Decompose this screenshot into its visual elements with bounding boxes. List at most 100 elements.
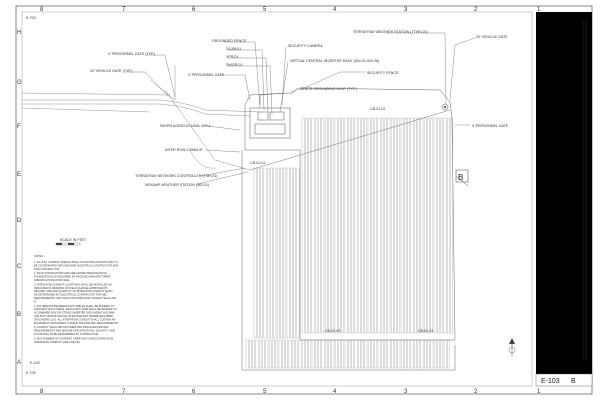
array-row	[447, 117, 450, 334]
callout-security-camera: SECURITY CAMERA	[288, 44, 323, 48]
array-row	[259, 339, 262, 369]
array-row	[292, 339, 295, 369]
array-row	[344, 117, 348, 334]
sheet-number-box	[535, 373, 593, 387]
note-line: SITE CONTRACTOR.	[34, 267, 60, 271]
array-row	[268, 339, 272, 369]
array-row	[424, 339, 427, 369]
callout-vehicle-gate-2: 20' VEHICLE GATE	[476, 35, 508, 39]
sheet-number: E-103	[541, 378, 560, 385]
security-fence-boundary	[241, 87, 456, 371]
note-line: REQUIREMENTS. MAX SIZE FOR INTER-ROW CON…	[34, 296, 116, 300]
zone-col-top-6: 6	[192, 7, 196, 13]
array-row	[275, 339, 279, 369]
array-row	[308, 339, 312, 369]
array-row	[296, 167, 300, 339]
array-row	[381, 339, 384, 369]
note-line: EQUIPMENT GROUNDING CONDUCTOR PER NEC RE…	[34, 321, 119, 325]
notes-list: 1. DC & AC CONDUIT TRENCH FINAL LOCATION…	[34, 260, 119, 344]
zone-col-top-5: 5	[263, 7, 267, 13]
zone-col-bottom-6: 6	[192, 389, 196, 395]
callout-swgr: SWGR-01	[226, 63, 242, 67]
title-block-fine-text	[582, 20, 587, 360]
array-row	[397, 117, 401, 334]
array-row	[361, 117, 364, 334]
array-row	[377, 339, 381, 369]
notes-title: NOTES:	[34, 254, 44, 258]
note-line: 6. MAX NUMBER OF CURRENT CARRYING CONDUC…	[34, 336, 113, 340]
array-row	[394, 117, 397, 334]
note-line: 1. DC & AC CONDUIT TRENCH FINAL LOCATION…	[34, 260, 118, 264]
array-row	[374, 339, 378, 369]
array-row	[371, 339, 374, 369]
array-row	[390, 117, 394, 334]
callout-personnel-gate-2: 4' PERSONNEL GATE	[188, 73, 225, 77]
array-row	[430, 117, 434, 334]
callout-leaders	[125, 32, 476, 185]
array-row	[417, 339, 420, 369]
access-road-lines	[21, 65, 261, 171]
bottom-left-ref-1: E-103	[30, 361, 40, 365]
callout-vehicle-gate-typ: 20' VEHICLE GATE (TYP.)	[90, 69, 133, 73]
callout-personnel-gate-3: 4' PERSONNEL GATE	[472, 124, 509, 128]
array-row	[351, 117, 354, 334]
array-row	[328, 339, 331, 369]
array-row	[328, 117, 331, 334]
svg-text:B: B	[458, 173, 463, 182]
array-row	[427, 117, 430, 334]
array-row	[447, 339, 450, 369]
zone-col-bottom-8: 8	[40, 389, 44, 395]
callout-dcab: DCAB-01	[226, 47, 241, 51]
array-row	[417, 117, 420, 334]
callout-terratrak-weather: TERRATRAK WEATHER STATION (TTWS-01)	[353, 30, 428, 34]
note-line: LOCATIONS TO BE DETERMINED BY CONTRACTOR…	[34, 332, 99, 336]
callout-inverter-rack: VIRTUAL CENTRAL INVERTER RACK (INV-01-IN…	[290, 59, 379, 63]
array-row	[331, 339, 335, 369]
callout-fence-grounding: FENCE GROUNDING WHIP (TYP.)	[300, 87, 357, 91]
array-row	[354, 339, 358, 369]
array-row	[364, 339, 368, 369]
note-line: 2. RACK FOUNDATIONS AND ARE SHOWN FROM R…	[34, 271, 107, 275]
array-row	[263, 167, 267, 339]
array-row	[252, 339, 255, 369]
array-row	[267, 167, 270, 339]
array-row	[394, 339, 397, 369]
array-row	[367, 117, 371, 334]
array-row	[305, 117, 308, 334]
note-line: 5. CONDUIT SHALL BE PROVIDED AND INSTALL…	[34, 325, 109, 329]
array-row	[290, 167, 293, 339]
bottom-left-ref-2: E-709	[26, 371, 36, 375]
array-row	[367, 339, 371, 369]
array-row	[265, 339, 269, 369]
note-line: SPECIFICATIONS FOR FINAL.	[34, 278, 71, 282]
north-arrow-icon	[508, 338, 516, 356]
title-block	[536, 12, 592, 374]
weather-station-marker	[441, 103, 449, 111]
array-row	[334, 117, 338, 334]
array-row	[311, 117, 315, 334]
array-row	[420, 117, 424, 334]
zone-col-top-3: 3	[404, 7, 408, 13]
note-line: 4".	[34, 299, 37, 303]
array-row	[400, 117, 404, 334]
array-row	[440, 339, 444, 369]
callout-xfr: XFR-01	[226, 55, 238, 59]
callout-grounded-fence: GROUNDED FENCE	[212, 39, 247, 43]
array-row	[341, 339, 345, 369]
note-line: GROUNDING LUG. ALL INTER-ROW CONDUIT SHA…	[34, 317, 116, 321]
cb-tag-1: CB-01-01	[250, 161, 265, 165]
cb-tag-4: CB-01-04	[418, 329, 433, 333]
zone-row-left-B: B	[17, 312, 21, 318]
array-row	[344, 339, 348, 369]
outer-border	[15, 5, 593, 395]
inner-border	[21, 11, 533, 387]
array-row	[381, 117, 384, 334]
array-row	[315, 117, 318, 334]
array-row	[260, 167, 263, 339]
array-row	[262, 339, 265, 369]
array-row	[257, 167, 260, 339]
array-row	[387, 339, 391, 369]
array-row	[437, 117, 440, 334]
array-row	[433, 339, 437, 369]
array-row	[249, 339, 252, 369]
